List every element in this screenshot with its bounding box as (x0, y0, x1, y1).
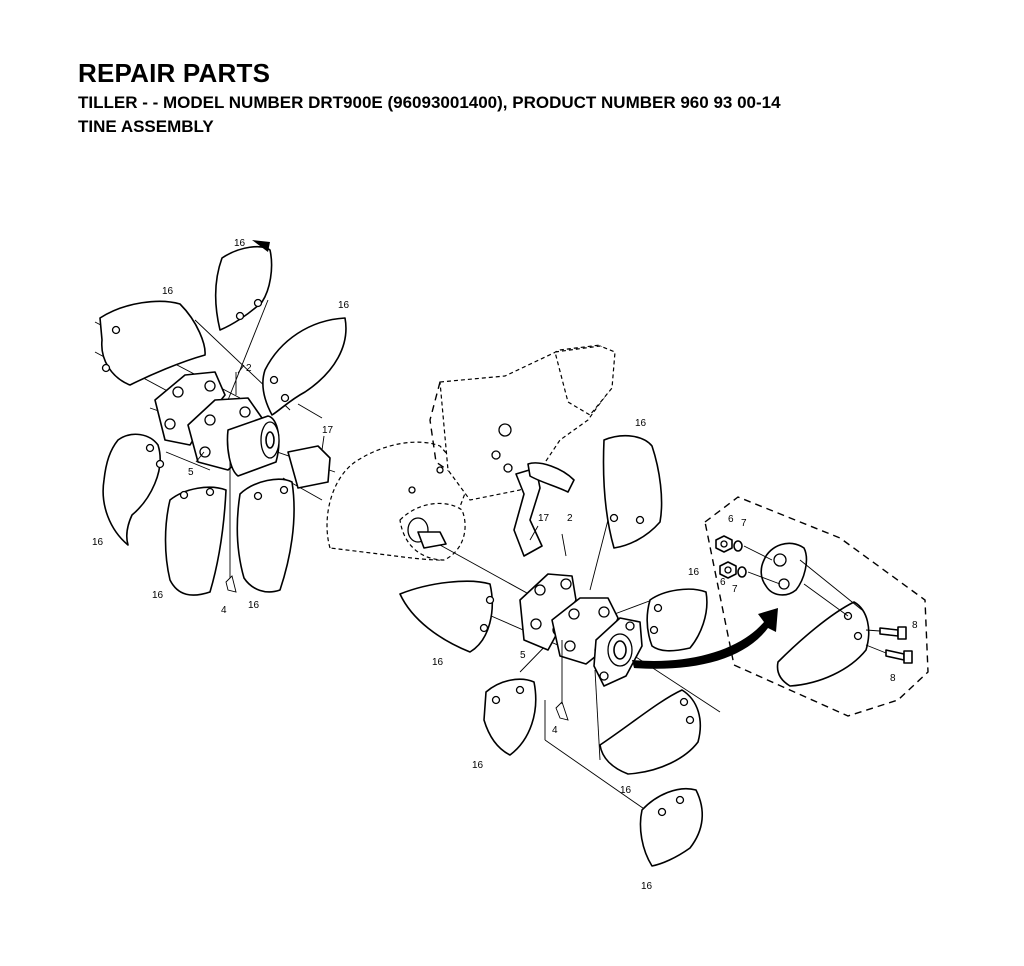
right-tine-blade-lower-mid (599, 689, 702, 775)
right-blade-bolt-holes (479, 513, 695, 817)
callout-4: 4 (221, 605, 227, 616)
left-tine-blade-lower-right (236, 478, 295, 593)
frame-upright-outline (554, 345, 616, 416)
callout-16: 16 (688, 567, 700, 578)
right-tine-blade-bottom (639, 788, 704, 867)
right-tine-blade-top (602, 434, 663, 549)
left-tine-blade-left (102, 433, 161, 546)
axle-stub (417, 531, 447, 549)
left-blade-bolt-holes (101, 298, 290, 501)
right-tine-blade-lower-left (483, 678, 537, 756)
callout-2: 2 (246, 363, 252, 374)
callout-17: 17 (322, 425, 334, 436)
callout-5: 5 (520, 650, 526, 661)
left-tine-assembly (94, 240, 347, 596)
left-tine-blade-upper-left (99, 300, 206, 386)
tiller-frame-outline (326, 344, 616, 561)
callout-16: 16 (162, 286, 174, 297)
callout-16: 16 (432, 657, 444, 668)
right-spacer-bracket (513, 467, 543, 557)
detail-tine-blade (776, 601, 870, 687)
detail-bolt-upper (879, 627, 899, 637)
right-tine-assembly (399, 434, 721, 867)
left-hub (154, 371, 280, 477)
detail-mounting-plate (760, 542, 808, 596)
callout-16: 16 (472, 760, 484, 771)
callout-17: 17 (538, 513, 550, 524)
right-hairpin-clip (555, 701, 569, 721)
callout-16: 16 (234, 238, 246, 249)
callout-16: 16 (152, 590, 164, 601)
callout-labels: 16 16 16 16 16 16 16 16 16 16 16 16 2 2 … (92, 238, 918, 892)
callout-16: 16 (635, 418, 647, 429)
callout-16: 16 (338, 300, 350, 311)
detail-bolt-lower (885, 649, 905, 661)
callout-7: 7 (741, 518, 747, 529)
right-hub (519, 573, 643, 687)
right-assembly-axis-lines (439, 519, 721, 821)
detail-arrow (632, 608, 778, 669)
detail-washer-upper (733, 540, 743, 552)
callout-6: 6 (720, 577, 726, 588)
page-title: REPAIR PARTS (78, 58, 271, 88)
callout-7: 7 (732, 584, 738, 595)
left-spacer-bracket (287, 445, 331, 489)
detail-view-border (704, 496, 929, 717)
callout-16: 16 (92, 537, 104, 548)
right-tine-blade-left (399, 580, 493, 653)
right-shaft-stub (527, 462, 575, 493)
callout-8: 8 (912, 620, 918, 631)
callout-8: 8 (890, 673, 896, 684)
right-tine-blade-right (646, 588, 708, 652)
callout-16: 16 (248, 600, 260, 611)
detail-view (704, 496, 929, 717)
callout-4: 4 (552, 725, 558, 736)
section-title: TINE ASSEMBLY (78, 117, 214, 136)
left-hairpin-clip (225, 575, 237, 593)
detail-washer-lower (737, 566, 747, 578)
callout-6: 6 (728, 514, 734, 525)
detail-leader-lines (743, 545, 887, 654)
callout-16: 16 (620, 785, 632, 796)
callout-16: 16 (641, 881, 653, 892)
left-tine-blade-upper-right (262, 317, 347, 416)
left-tine-blade-lower-left (164, 486, 227, 596)
callout-2: 2 (567, 513, 573, 524)
callout-5: 5 (188, 467, 194, 478)
page-subtitle: TILLER - - MODEL NUMBER DRT900E (9609300… (78, 93, 781, 112)
